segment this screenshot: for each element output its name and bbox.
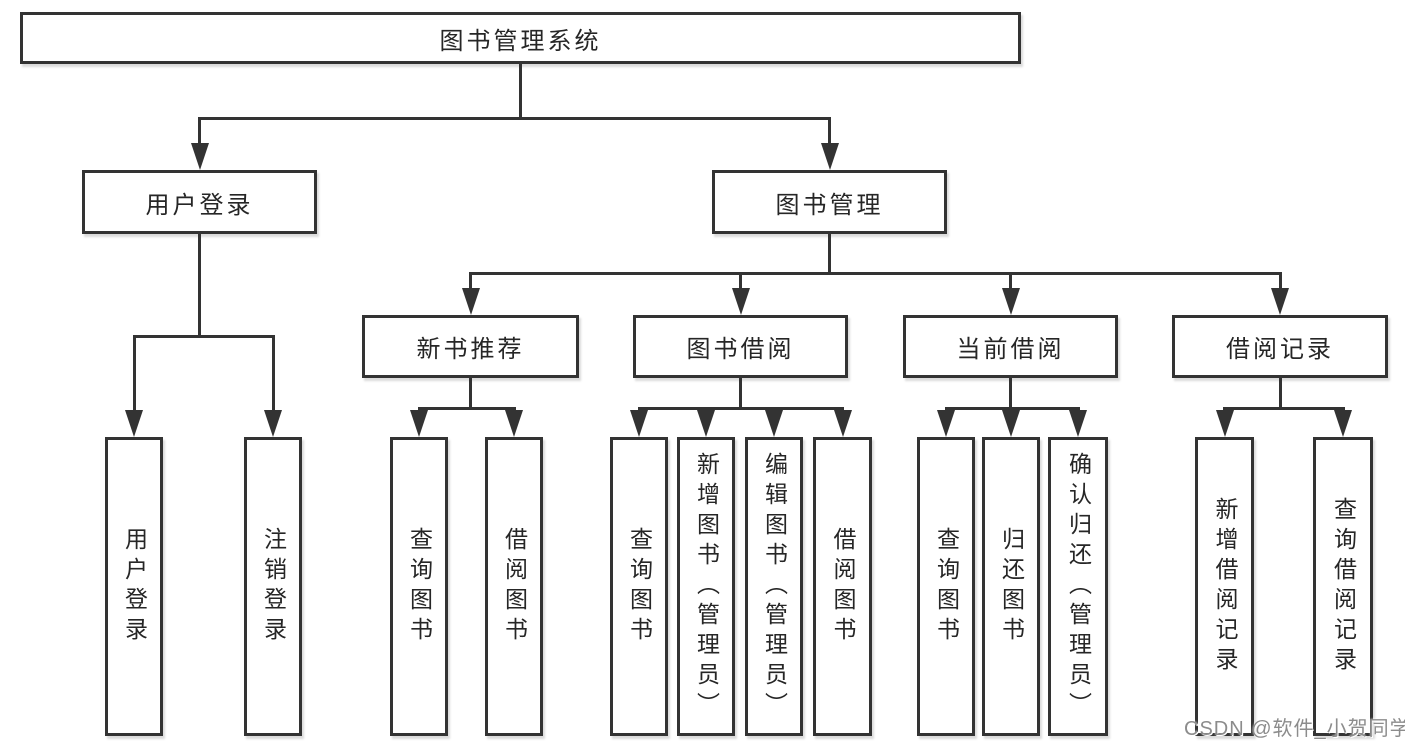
node-new-book-recommend: 新书推荐 <box>362 315 579 378</box>
node-leaf-logout-label: 注销登录 <box>260 526 287 647</box>
node-user-login-label: 用户登录 <box>145 191 254 219</box>
node-leaf-add-book-admin: 新增图书（管理员） <box>677 437 735 736</box>
connector-bar-library-system <box>198 116 831 120</box>
connector-stem-book-borrow <box>739 377 742 410</box>
node-leaf-confirm-return-admin-label: 确认归还（管理员） <box>1065 451 1092 722</box>
node-leaf-query-book-1-label: 查询图书 <box>406 526 433 647</box>
connector-bar-book-management <box>469 271 1282 275</box>
connector-stem-user-login <box>198 233 201 338</box>
connector-drop-book-borrow <box>739 271 742 294</box>
node-leaf-query-book-3: 查询图书 <box>917 437 975 736</box>
connector-bar-user-login <box>132 334 275 338</box>
node-current-borrow: 当前借阅 <box>903 315 1118 378</box>
node-leaf-borrow-book-1-label: 借阅图书 <box>501 526 528 647</box>
connector-stem-current-borrow <box>1009 377 1012 410</box>
node-leaf-user-login: 用户登录 <box>105 437 163 736</box>
arrow-down-icon <box>1334 410 1352 437</box>
arrow-down-icon <box>1002 410 1020 437</box>
connector-drop-user-login <box>198 116 201 149</box>
node-new-book-recommend-label: 新书推荐 <box>416 336 525 363</box>
node-leaf-add-book-admin-label: 新增图书（管理员） <box>693 451 720 722</box>
connector-drop-book-management <box>828 116 831 149</box>
connector-stem-library-system <box>519 63 522 120</box>
node-leaf-borrow-book-1: 借阅图书 <box>485 437 543 736</box>
node-leaf-add-borrow-record-label: 新增借阅记录 <box>1212 496 1238 677</box>
node-leaf-borrow-book-2: 借阅图书 <box>813 437 872 736</box>
arrow-down-icon <box>190 143 209 170</box>
node-leaf-edit-book-admin: 编辑图书（管理员） <box>745 437 803 736</box>
arrow-down-icon <box>1069 410 1087 437</box>
arrow-down-icon <box>1001 288 1020 315</box>
arrow-down-icon <box>1215 410 1234 437</box>
connector-stem-book-management <box>828 233 831 275</box>
connector-bar-book-borrow <box>637 406 844 410</box>
node-leaf-user-login-label: 用户登录 <box>121 526 148 647</box>
csdn-watermark: CSDN @软件_小贺同学 <box>1184 718 1405 740</box>
node-leaf-query-borrow-record-label: 查询借阅记录 <box>1330 496 1357 677</box>
arrow-down-icon <box>630 410 648 437</box>
node-library-system-label: 图书管理系统 <box>439 27 602 55</box>
node-leaf-return-book: 归还图书 <box>982 437 1040 736</box>
arrow-down-icon <box>765 410 783 437</box>
node-leaf-return-book-label: 归还图书 <box>998 526 1025 647</box>
arrow-down-icon <box>264 410 282 437</box>
node-library-system: 图书管理系统 <box>20 12 1021 64</box>
node-leaf-query-book-3-label: 查询图书 <box>933 526 960 647</box>
connector-drop-borrow-records <box>1278 271 1282 294</box>
connector-drop-leaf-user-login <box>132 334 136 416</box>
connector-bar-borrow-records <box>1223 406 1345 410</box>
node-borrow-records: 借阅记录 <box>1172 315 1388 378</box>
node-current-borrow-label: 当前借阅 <box>956 336 1065 363</box>
arrow-down-icon <box>937 410 955 437</box>
node-user-login: 用户登录 <box>82 170 317 234</box>
arrow-down-icon <box>731 288 750 315</box>
node-leaf-borrow-book-2-label: 借阅图书 <box>830 526 856 647</box>
connector-bar-new-book-recommend <box>417 406 516 410</box>
arrow-down-icon <box>697 410 715 437</box>
node-leaf-query-borrow-record: 查询借阅记录 <box>1313 437 1373 736</box>
connector-drop-new-book-recommend <box>469 271 472 294</box>
node-leaf-add-borrow-record: 新增借阅记录 <box>1195 437 1254 736</box>
node-leaf-query-book-2-label: 查询图书 <box>626 526 653 647</box>
arrow-down-icon <box>410 410 428 437</box>
connector-drop-leaf-logout <box>271 334 275 416</box>
connector-stem-borrow-records <box>1278 377 1282 410</box>
arrow-down-icon <box>505 410 523 437</box>
node-borrow-records-label: 借阅记录 <box>1226 336 1334 363</box>
node-leaf-query-book-1: 查询图书 <box>390 437 448 736</box>
node-book-borrow-label: 图书借阅 <box>686 336 795 363</box>
arrow-down-icon <box>125 410 143 437</box>
arrow-down-icon <box>461 288 480 315</box>
connector-stem-new-book-recommend <box>469 377 472 410</box>
node-book-borrow: 图书借阅 <box>633 315 848 378</box>
node-leaf-logout: 注销登录 <box>244 437 302 736</box>
node-leaf-confirm-return-admin: 确认归还（管理员） <box>1048 437 1108 736</box>
node-book-management: 图书管理 <box>712 170 947 234</box>
node-leaf-query-book-2: 查询图书 <box>610 437 668 736</box>
arrow-down-icon <box>833 410 852 437</box>
connector-drop-current-borrow <box>1009 271 1012 294</box>
arrow-down-icon <box>1271 288 1289 315</box>
arrow-down-icon <box>820 143 839 170</box>
node-leaf-edit-book-admin-label: 编辑图书（管理员） <box>761 451 788 722</box>
node-book-management-label: 图书管理 <box>775 191 884 219</box>
